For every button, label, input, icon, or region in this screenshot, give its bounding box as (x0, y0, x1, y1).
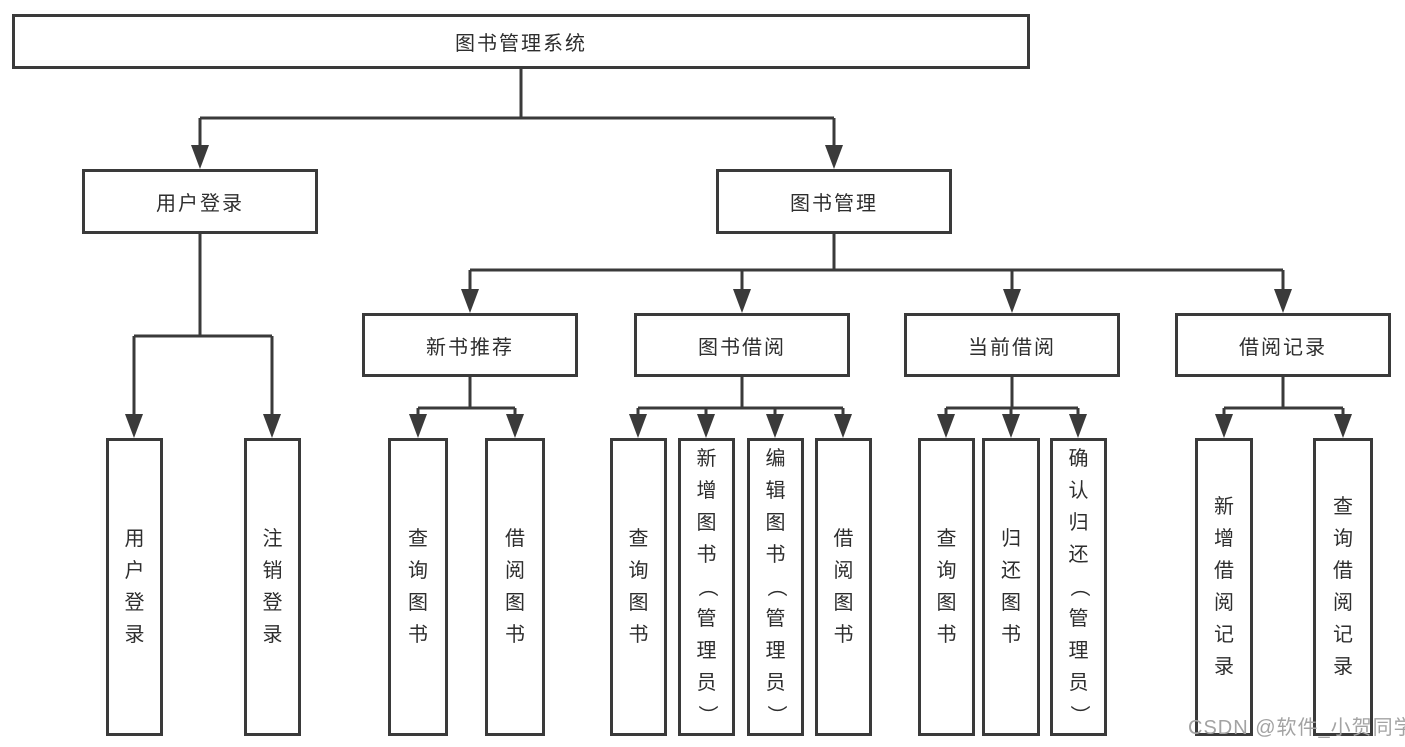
leaf-logout-label: 注销登录 (262, 528, 283, 646)
leaf-query-books-1-label: 查询图书 (408, 528, 428, 646)
leaf-return-books: 归还图书 (982, 438, 1040, 736)
leaf-query-books-3-label: 查询图书 (936, 528, 957, 646)
arrow-down-icon (1003, 289, 1021, 313)
arrow-down-icon (1334, 414, 1352, 438)
arrow-down-icon (191, 145, 209, 169)
leaf-query-borrow-record: 查询借阅记录 (1313, 438, 1373, 736)
leaf-query-borrow-record-label: 查询借阅记录 (1333, 496, 1353, 678)
node-borrow-records-label: 借阅记录 (1239, 336, 1327, 359)
arrow-down-icon (825, 145, 843, 169)
leaf-query-books-3: 查询图书 (918, 438, 975, 736)
arrow-down-icon (697, 414, 715, 438)
root-node: 图书管理系统 (12, 14, 1030, 69)
leaf-borrow-books-1: 借阅图书 (485, 438, 545, 736)
arrow-down-icon (1274, 289, 1292, 313)
arrow-down-icon (733, 289, 751, 313)
leaf-add-books-admin-label: 新增图书（管理员） (695, 448, 718, 725)
node-new-book-recommend: 新书推荐 (362, 313, 578, 377)
arrow-down-icon (1069, 414, 1087, 438)
node-current-borrow: 当前借阅 (904, 313, 1120, 377)
leaf-edit-books-admin-label: 编辑图书（管理员） (764, 448, 787, 725)
node-user-login-label: 用户登录 (156, 193, 244, 215)
leaf-borrow-books-2-label: 借阅图书 (833, 528, 854, 646)
root-label: 图书管理系统 (455, 33, 587, 55)
leaf-borrow-books-1-label: 借阅图书 (505, 528, 525, 646)
node-book-borrow: 图书借阅 (634, 313, 850, 377)
node-current-borrow-label: 当前借阅 (968, 336, 1056, 359)
arrow-down-icon (461, 289, 479, 313)
arrow-down-icon (125, 414, 143, 438)
node-user-login: 用户登录 (82, 169, 318, 234)
leaf-query-books-1: 查询图书 (388, 438, 448, 736)
leaf-borrow-books-2: 借阅图书 (815, 438, 872, 736)
leaf-return-books-label: 归还图书 (1001, 528, 1021, 646)
node-book-borrow-label: 图书借阅 (698, 336, 786, 359)
leaf-edit-books-admin: 编辑图书（管理员） (747, 438, 804, 736)
arrow-down-icon (834, 414, 852, 438)
node-new-book-recommend-label: 新书推荐 (426, 336, 514, 359)
leaf-user-login: 用户登录 (106, 438, 163, 736)
node-book-management: 图书管理 (716, 169, 952, 234)
arrow-down-icon (409, 414, 427, 438)
node-book-management-label: 图书管理 (790, 193, 878, 215)
leaf-confirm-return-admin-label: 确认归还（管理员） (1067, 448, 1090, 725)
arrow-down-icon (1215, 414, 1233, 438)
csdn-watermark: CSDN @软件_小贺同学 (1188, 717, 1405, 739)
leaf-add-borrow-record: 新增借阅记录 (1195, 438, 1253, 736)
leaf-query-books-2-label: 查询图书 (628, 528, 649, 646)
leaf-confirm-return-admin: 确认归还（管理员） (1050, 438, 1107, 736)
leaf-add-borrow-record-label: 新增借阅记录 (1214, 496, 1234, 678)
leaf-logout: 注销登录 (244, 438, 301, 736)
arrow-down-icon (937, 414, 955, 438)
arrowhead-icons (125, 145, 1352, 438)
arrow-down-icon (766, 414, 784, 438)
node-borrow-records: 借阅记录 (1175, 313, 1391, 377)
leaf-user-login-label: 用户登录 (124, 528, 145, 646)
arrow-down-icon (629, 414, 647, 438)
leaf-query-books-2: 查询图书 (610, 438, 667, 736)
arrow-down-icon (506, 414, 524, 438)
arrow-down-icon (263, 414, 281, 438)
leaf-add-books-admin: 新增图书（管理员） (678, 438, 735, 736)
arrow-down-icon (1002, 414, 1020, 438)
